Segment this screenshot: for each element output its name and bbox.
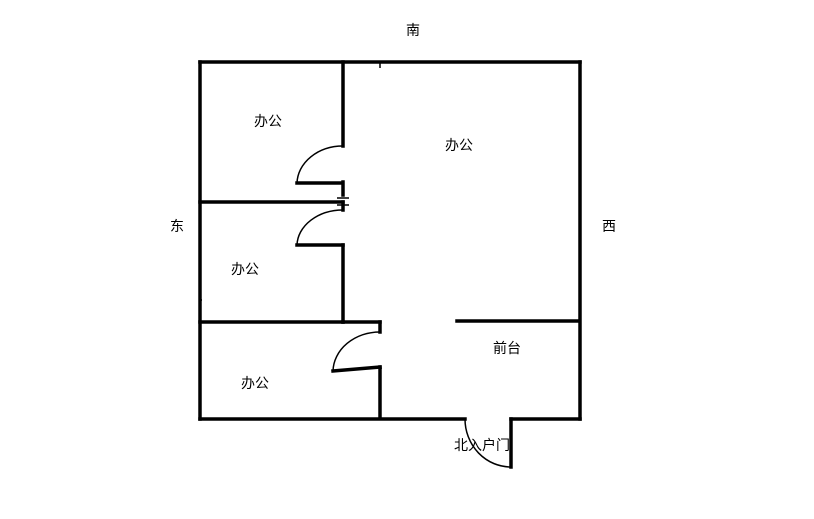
entrance-swing-arc	[464, 418, 512, 468]
compass-west: 西	[602, 219, 616, 235]
outer-walls	[198, 60, 582, 421]
room-label-office-bottom-left: 办公	[241, 376, 269, 392]
door-entrance	[464, 417, 513, 469]
room-label-reception: 前台	[493, 340, 521, 357]
door-leaf	[331, 365, 382, 373]
door-swing-arc	[332, 331, 381, 372]
room-label-office-middle-left: 办公	[231, 262, 259, 278]
door-swing-arc	[296, 145, 344, 184]
room-label-office-main: 办公	[445, 138, 473, 154]
door-swing-arc	[296, 209, 344, 246]
interior-walls	[198, 60, 579, 418]
entrance-label: 北入户门	[454, 437, 510, 454]
doors	[295, 145, 513, 469]
room-label-office-top-left: 办公	[254, 114, 282, 130]
door-office-middle-left	[295, 197, 349, 247]
compass-south: 南	[406, 23, 420, 39]
door-office-top-left	[295, 145, 344, 185]
compass-east: 东	[170, 219, 184, 235]
door-office-bottom-left	[331, 331, 382, 373]
